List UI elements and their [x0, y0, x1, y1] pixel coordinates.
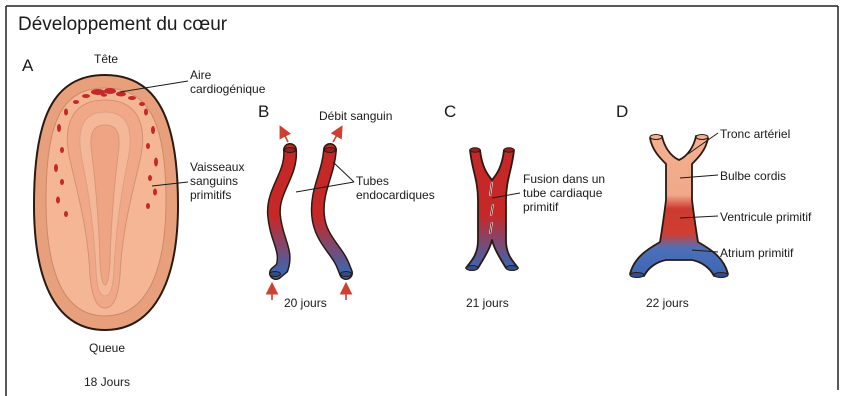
endocardial-tube-left	[270, 148, 296, 277]
tubes-leader-right	[333, 162, 354, 182]
panel-c-letter: C	[444, 102, 456, 122]
outflow-arrow-right	[333, 128, 341, 142]
ventricle-label: Ventricule primitif	[720, 210, 811, 224]
panel-d-letter: D	[616, 102, 628, 122]
bulbus-label: Bulbe cordis	[720, 169, 786, 183]
panel-c-age: 21 jours	[466, 296, 509, 310]
embryo-disc	[34, 75, 178, 330]
cardiogenic-area-label: Aire cardiogénique	[190, 68, 280, 96]
atrium-label: Atrium primitif	[720, 246, 793, 260]
outflow-arrow-left	[281, 128, 288, 142]
endocardial-tubes-label: Tubes endocardiques	[356, 174, 446, 202]
figure-title: Développement du cœur	[18, 14, 227, 36]
panel-a-letter: A	[22, 56, 33, 76]
head-label: Tête	[94, 52, 118, 66]
primitive-vessels-label: Vaisseaux sanguins primitifs	[190, 160, 260, 202]
fusion-label: Fusion dans un tube cardiaque primitif	[523, 172, 627, 214]
tail-label: Queue	[89, 341, 125, 355]
fusing-heart-tube	[466, 148, 518, 271]
primitive-heart	[630, 135, 728, 278]
panel-b-letter: B	[258, 102, 269, 122]
blood-flow-label: Débit sanguin	[319, 109, 392, 123]
panel-d-age: 22 jours	[646, 296, 689, 310]
endocardial-tube-right	[318, 148, 352, 277]
panel-a-age: 18 Jours	[84, 375, 130, 389]
panel-b-age: 20 jours	[284, 296, 327, 310]
truncus-label: Tronc artériel	[720, 127, 790, 141]
